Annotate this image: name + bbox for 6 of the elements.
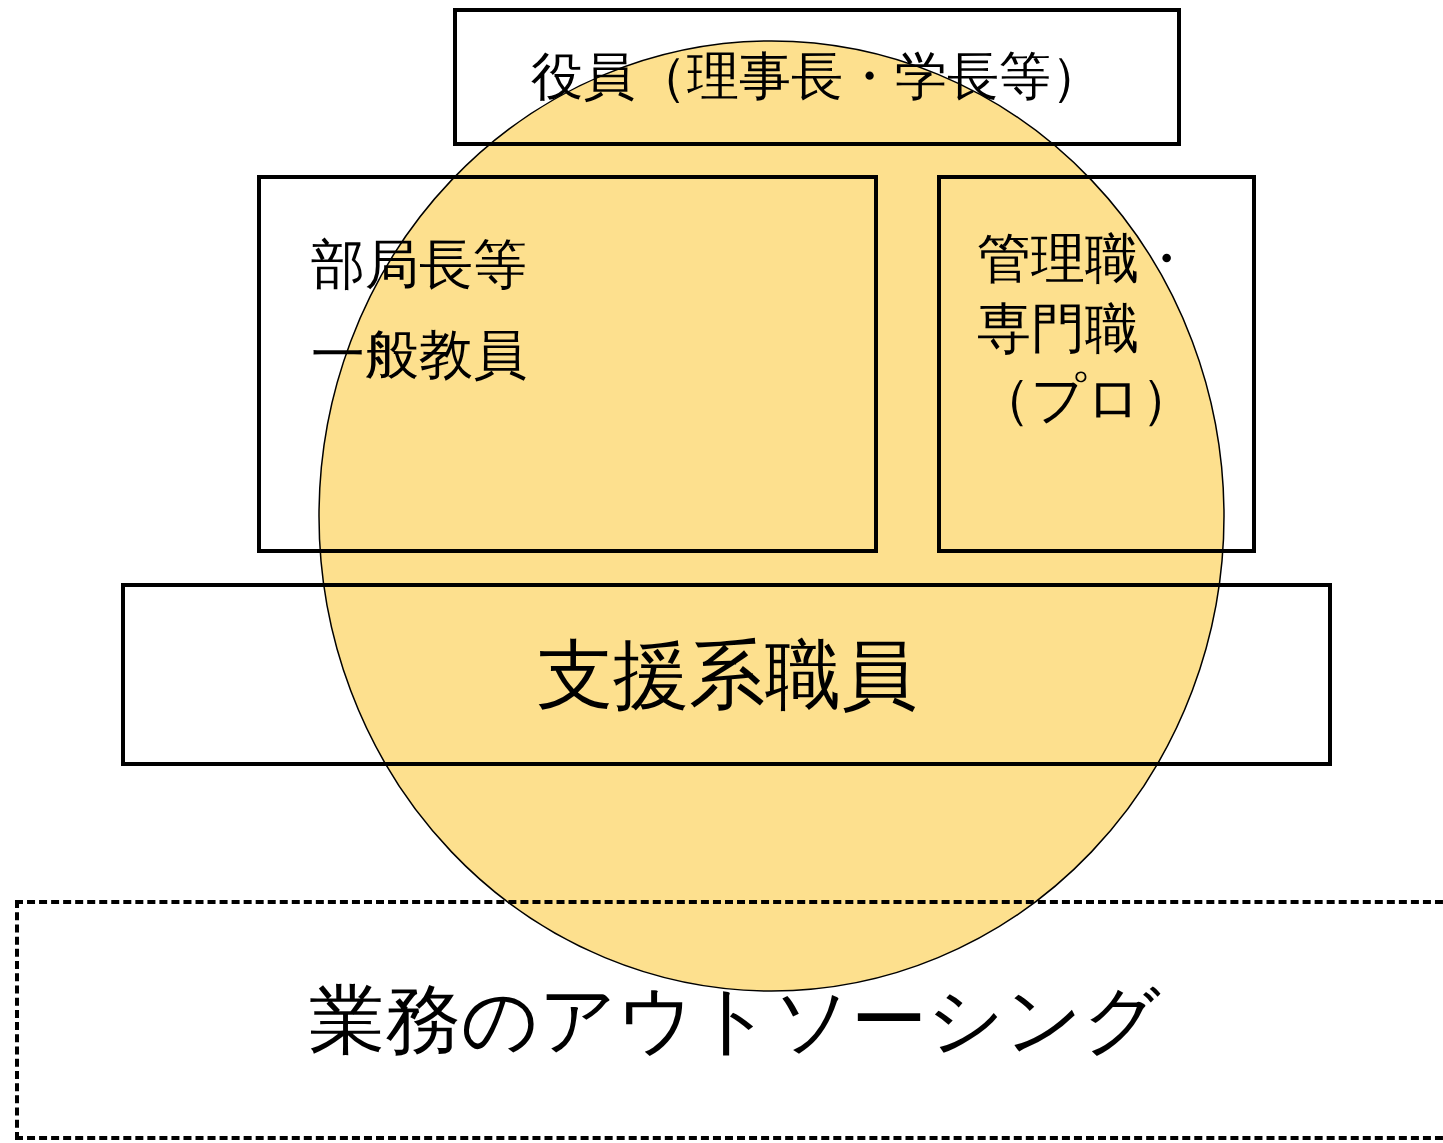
box [937, 175, 1256, 553]
label: 管理職・専門職（プロ） [977, 226, 1196, 433]
label: 業務のアウトソーシング [308, 974, 1162, 1067]
label: 支援系職員 [535, 628, 918, 721]
box [257, 175, 878, 553]
box [121, 583, 1332, 766]
